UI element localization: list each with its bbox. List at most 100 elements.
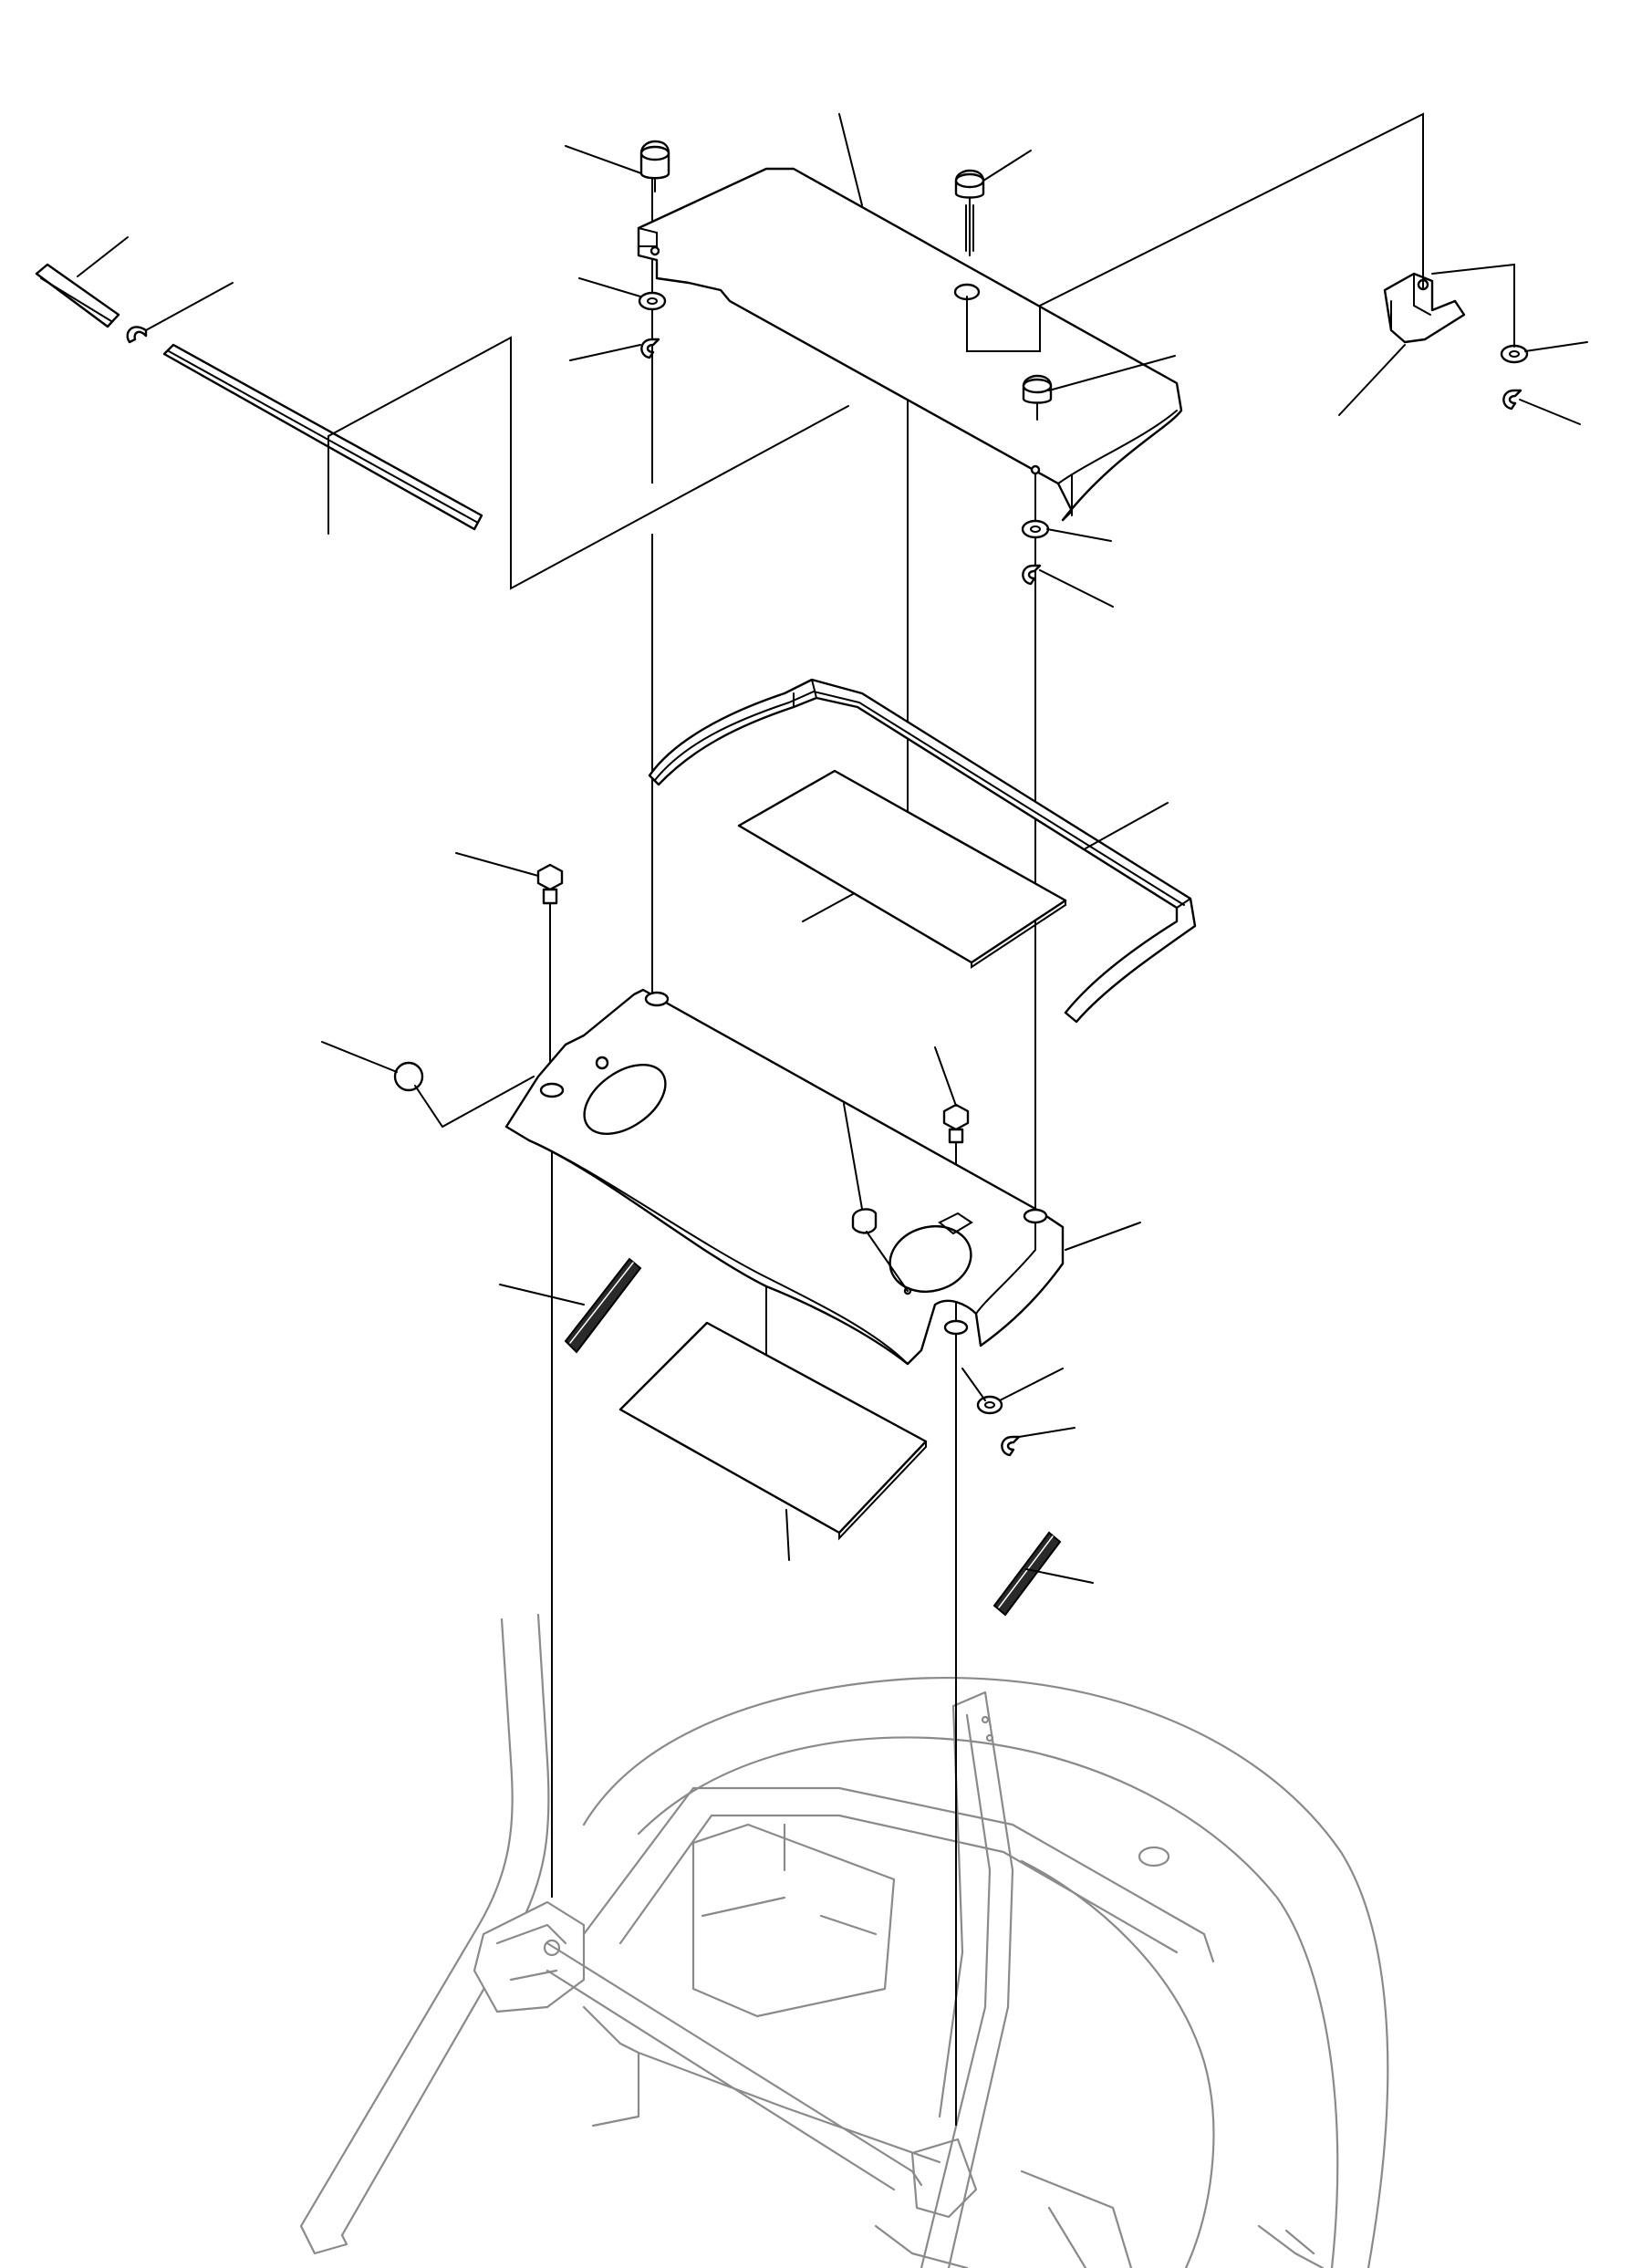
rubber-strip-right-hilite: [998, 1535, 1054, 1608]
leader-lower-pad: [785, 1509, 790, 1561]
leader-eclip-left: [569, 344, 641, 361]
hook-washer-link: [1431, 263, 1515, 348]
washer-hook-hole: [1509, 350, 1520, 358]
washer-hook: [1500, 344, 1529, 364]
upper-cover-hole-left: [650, 245, 660, 256]
washer-lower-link: [961, 1368, 986, 1401]
lower-panel-small-hole: [595, 1056, 609, 1070]
leader-eclip-right: [1039, 569, 1114, 608]
eclip-hook: [1502, 389, 1522, 411]
leader-grommet: [843, 1103, 863, 1210]
reference-leaders: [77, 113, 1588, 1584]
leader-seal: [1085, 802, 1169, 849]
leader-washer-hook: [1524, 341, 1588, 352]
right-lower-detail: [1020, 2169, 1133, 2268]
washer-left: [638, 291, 667, 311]
washer-right-hole: [1030, 525, 1041, 533]
weatherstrip-seal: [648, 678, 1197, 1024]
right-post-face: [938, 1704, 964, 2118]
leader-strip-right: [1025, 1568, 1094, 1584]
rear-fender-outline: [582, 1677, 1389, 2268]
lower-strips-pad: [564, 1257, 1062, 1617]
clip-c: [126, 326, 148, 344]
upper-pad-thickness: [971, 900, 1066, 969]
leader-bolt-left: [455, 852, 539, 877]
rubber-strip-left-hilite: [569, 1262, 634, 1344]
knob-middle: [954, 169, 985, 256]
frame-box: [582, 1786, 1215, 1963]
right-post-inner: [920, 1713, 992, 2268]
hook-bracket-edge: [1390, 273, 1431, 331]
washer-lower-hole: [984, 1401, 995, 1409]
upper-pad: [737, 769, 1067, 969]
upper-cover-flange: [638, 227, 658, 247]
washer-right: [1021, 519, 1050, 539]
washer-lower: [976, 1395, 1003, 1415]
lower-pad-thickness: [838, 1441, 927, 1541]
left-post: [299, 1618, 514, 2228]
right-post-hole-2: [985, 1733, 994, 1743]
leader-knob-right: [1048, 355, 1176, 391]
plug-button-left: [393, 1061, 424, 1092]
tab-left-mid: [539, 1082, 565, 1098]
lower-main-panel: [504, 988, 1065, 1366]
eclip-left: [640, 338, 660, 359]
fender-hole: [1138, 1846, 1170, 1867]
leader-washer-left: [578, 277, 641, 297]
left-trim-parts: [35, 263, 483, 531]
cargo-panel-detail: [701, 1823, 878, 1936]
tab-right-lower: [943, 1319, 969, 1336]
wheel-well-arc: [1020, 1859, 1215, 2268]
leader-trim-short: [77, 236, 129, 277]
upper-cover-front-edge: [729, 300, 1178, 484]
leader-upper-pad: [802, 893, 854, 922]
leader-plug: [321, 1041, 398, 1073]
lower-pad-body: [618, 1321, 928, 1535]
trim-strip-short-edge: [40, 277, 112, 322]
vehicle-frame-ghost: [299, 1613, 1389, 2268]
right-post-hole-1: [981, 1715, 990, 1724]
bolt-right: [942, 1103, 970, 1144]
leader-clip-c: [145, 282, 234, 331]
cross-tube-upper: [546, 1941, 923, 2187]
leader-hook-bracket: [1338, 344, 1406, 416]
dome-clip: [938, 1212, 973, 1235]
left-bracket: [473, 1900, 586, 2013]
tab-left-top: [644, 991, 670, 1007]
top-fasteners: [638, 140, 1053, 586]
rubber-strip-left: [564, 1257, 642, 1354]
grommet: [851, 1208, 878, 1234]
grommet-link: [866, 1231, 909, 1292]
lower-panel-front-edge: [528, 1139, 909, 1365]
rubber-strip-right: [992, 1531, 1062, 1617]
trim-strip-short: [35, 263, 120, 328]
eclip-lower: [1001, 1435, 1021, 1457]
right-post: [947, 1691, 1014, 2268]
trim-strip-long-edge: [168, 350, 479, 524]
upper-cover-right-drop: [1062, 473, 1073, 521]
knob-right: [1022, 374, 1053, 421]
wheel-tread: [1257, 2224, 1325, 2268]
upper-cover-body: [637, 167, 1183, 522]
frame-box-rail: [637, 2051, 941, 2164]
seal-outer: [648, 678, 1197, 1024]
hook-bracket-link: [966, 112, 1424, 352]
leader-eclip-lower: [1018, 1427, 1076, 1438]
left-bracket-bolt: [543, 1939, 561, 1957]
right-lower-bracket: [910, 2138, 978, 2219]
fender-inner-outline: [637, 1736, 1339, 2268]
leader-bolt-right: [934, 1046, 957, 1107]
leader-knob-left: [565, 145, 642, 174]
tab-right: [1023, 1208, 1048, 1224]
knob-left: [639, 140, 670, 192]
leader-trim-long: [327, 336, 849, 590]
washer-left-hole: [647, 297, 658, 305]
leader-strip-left: [499, 1284, 585, 1306]
cross-tube-lower: [546, 1969, 896, 2191]
floor-edge: [874, 2224, 969, 2268]
upper-cover-panel: [637, 167, 1183, 522]
plug-link: [414, 1076, 535, 1129]
leader-lower-panel-right: [1065, 1222, 1141, 1251]
lower-panel-body: [504, 988, 1065, 1366]
